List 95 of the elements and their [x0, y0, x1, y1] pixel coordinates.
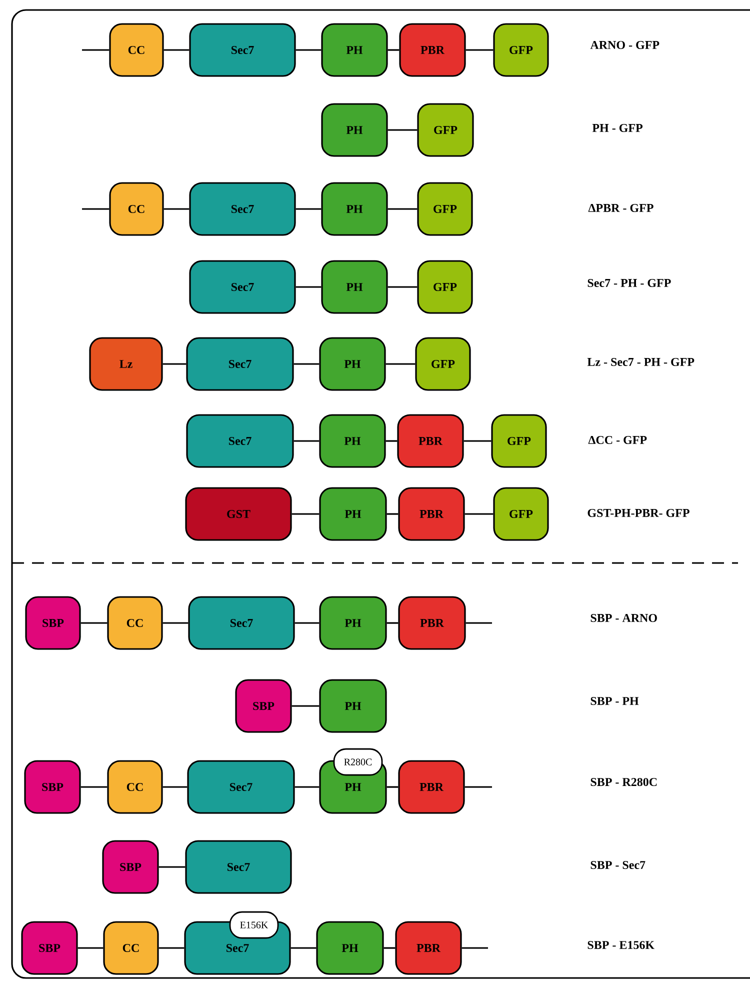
mutation-badge: R280C [333, 748, 383, 776]
construct-label: SBP - ARNO [590, 614, 657, 622]
linker-line [292, 513, 320, 515]
linker-line [82, 49, 110, 51]
domain-box: CC [103, 921, 159, 975]
domain-box: PH [319, 679, 387, 733]
linker-line [296, 49, 322, 51]
construct-label: ΔPBR - GFP [588, 204, 654, 212]
linker-line [158, 866, 186, 868]
linker-line [384, 947, 396, 949]
construct-label: ARNO - GFP [590, 40, 660, 50]
domain-box: PBR [398, 596, 466, 650]
linker-line [164, 49, 190, 51]
domain-box: GFP [493, 487, 549, 541]
construct-label: Sec7 - PH - GFP [588, 278, 671, 288]
construct-label: Lz - Sec7 - PH - GFP [587, 358, 694, 366]
linker-line [82, 208, 110, 210]
linker-line [292, 705, 320, 707]
domain-box: GFP [491, 414, 547, 468]
domain-box: PH [321, 103, 388, 157]
linker-line [290, 947, 316, 949]
domain-box: CC [107, 760, 163, 814]
domain-box: SBP [24, 760, 81, 814]
linker-line [162, 786, 188, 788]
domain-box: PH [316, 921, 384, 975]
domain-box: PH [319, 337, 386, 391]
linker-line [388, 208, 418, 210]
domain-box: CC [109, 182, 164, 236]
linker-line [464, 786, 492, 788]
construct-label: SBP - PH [590, 696, 639, 706]
linker-line [296, 208, 322, 210]
domain-box: Sec7 [186, 337, 294, 391]
domain-box: GFP [415, 337, 471, 391]
linker-line [78, 947, 104, 949]
domain-box: CC [109, 23, 164, 77]
domain-box: SBP [25, 596, 81, 650]
linker-line [386, 622, 398, 624]
linker-line [386, 440, 398, 442]
linker-line [388, 129, 418, 131]
domain-box: PBR [398, 487, 465, 541]
domain-box: Lz [89, 337, 163, 391]
domain-box: GFP [417, 260, 473, 314]
linker-line [80, 786, 108, 788]
domain-box: Sec7 [189, 260, 296, 314]
linker-line [464, 440, 492, 442]
linker-line [294, 786, 320, 788]
construct-label: SBP - R280C [590, 778, 657, 786]
domain-box: SBP [21, 921, 78, 975]
domain-box: PBR [398, 760, 465, 814]
linker-line [462, 947, 488, 949]
linker-line [388, 286, 418, 288]
construct-label: GST-PH-PBR- GFP [588, 508, 690, 518]
domain-box: PH [319, 487, 387, 541]
linker-line [294, 622, 320, 624]
domain-box: PH [319, 596, 387, 650]
domain-box: SBP [102, 840, 159, 894]
linker-line [164, 208, 190, 210]
construct-label: SBP - E156K [588, 940, 654, 950]
domain-box: Sec7 [189, 182, 296, 236]
domain-box: Sec7 [185, 840, 292, 894]
linker-line [388, 49, 400, 51]
domain-box: PH [321, 23, 388, 77]
linker-line [162, 363, 186, 365]
domain-box: PH [319, 414, 386, 468]
domain-box: GFP [417, 182, 473, 236]
domain-box: CC [107, 596, 163, 650]
domain-box: PBR [395, 921, 462, 975]
domain-box: Sec7 [186, 414, 294, 468]
domain-box: GST [185, 487, 292, 541]
domain-box: PBR [399, 23, 466, 77]
domain-box: Sec7 [189, 23, 296, 77]
linker-line [466, 49, 494, 51]
linker-line [466, 622, 492, 624]
domain-box: GFP [417, 103, 474, 157]
domain-box: Sec7 [188, 596, 295, 650]
linker-line [294, 363, 320, 365]
construct-label: PH - GFP [592, 124, 643, 132]
construct-label: SBP - Sec7 [590, 860, 646, 870]
linker-line [386, 786, 398, 788]
domain-box: PH [321, 182, 388, 236]
linker-line [294, 440, 320, 442]
domain-box: GFP [493, 23, 549, 77]
linker-line [80, 622, 108, 624]
domain-box: PH [321, 260, 388, 314]
linker-line [162, 622, 188, 624]
linker-line [296, 286, 322, 288]
linker-line [158, 947, 184, 949]
domain-box: Sec7 [187, 760, 295, 814]
linker-line [464, 513, 494, 515]
domain-box: PBR [397, 414, 464, 468]
linker-line [386, 513, 398, 515]
domain-box: SBP [235, 679, 292, 733]
linker-line [386, 363, 416, 365]
mutation-badge: E156K [229, 911, 279, 939]
construct-label: ΔCC - GFP [588, 436, 647, 444]
